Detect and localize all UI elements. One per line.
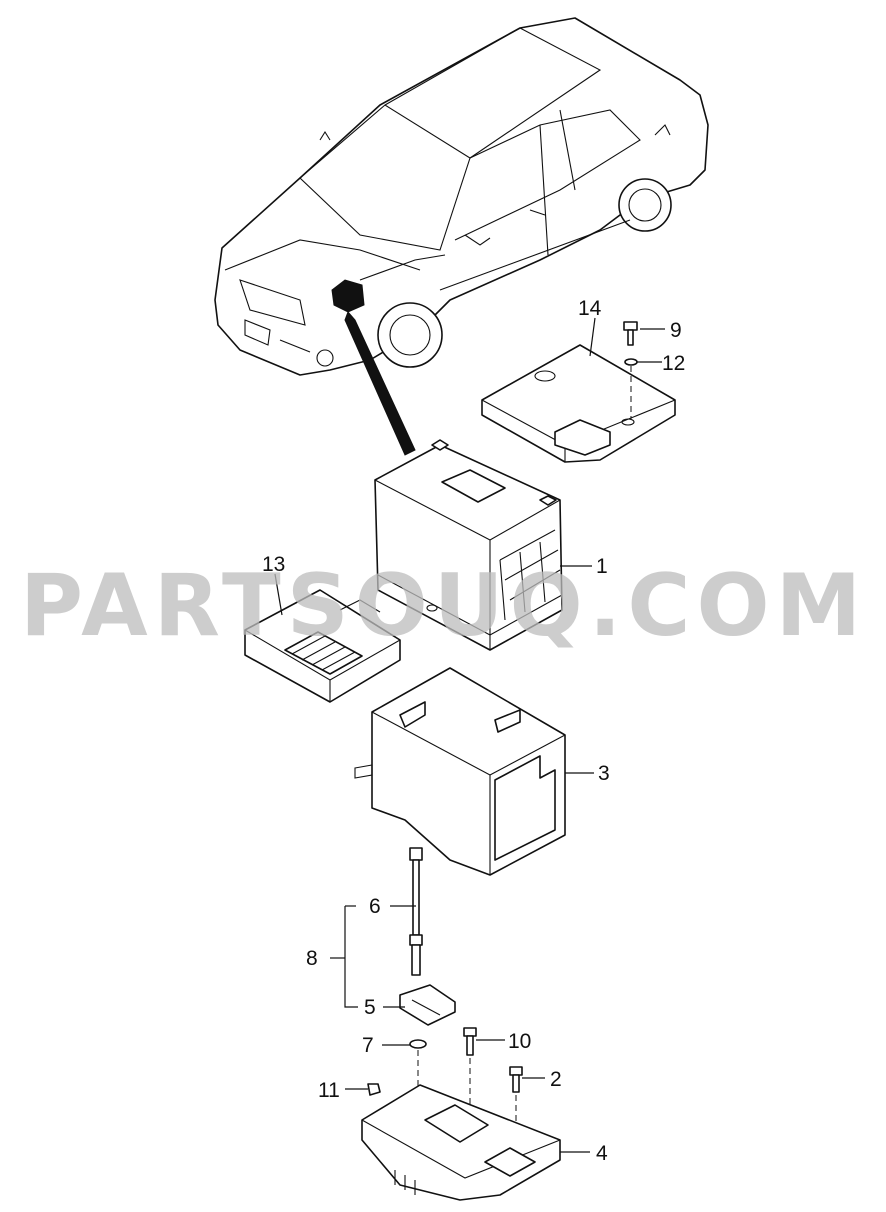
callout-8: 8 [306, 947, 318, 970]
callout-2: 2 [550, 1068, 562, 1091]
callout-7: 7 [362, 1034, 374, 1057]
callout-3: 3 [598, 762, 610, 785]
battery-tray [361, 1084, 561, 1201]
leader-lines [274, 317, 665, 1153]
battery [374, 439, 563, 651]
callout-6: 6 [369, 895, 381, 918]
battery-cover [481, 344, 676, 463]
hold-down-rod [409, 847, 423, 976]
callout-10: 10 [508, 1030, 531, 1053]
battery-case [354, 667, 566, 876]
callout-5: 5 [364, 996, 376, 1019]
cover-bolt [623, 321, 638, 420]
callout-4: 4 [596, 1142, 608, 1165]
battery-insulator-pad [244, 589, 401, 703]
callout-14: 14 [578, 297, 602, 320]
callout-11: 11 [318, 1079, 340, 1102]
callout-12: 12 [662, 352, 685, 375]
car-illustration [214, 17, 709, 456]
callout-1: 1 [596, 555, 608, 578]
callout-9: 9 [670, 319, 682, 342]
callout-13: 13 [262, 553, 285, 576]
hold-down-clamp [399, 984, 456, 1026]
